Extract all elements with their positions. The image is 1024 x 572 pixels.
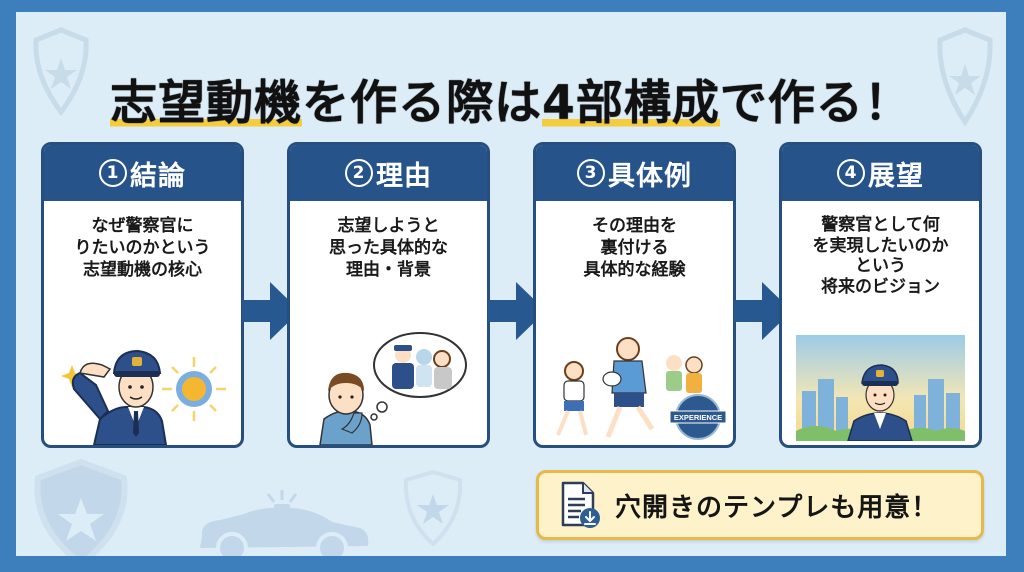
card-description: 警察官として何 を実現したいのか という 将来のビジョン	[782, 201, 979, 298]
step-card-example: 3 具体例 その理由を 裏付ける 具体的な経験	[533, 142, 736, 448]
card-heading: 具体例	[608, 160, 692, 192]
arrow-right-icon	[734, 282, 792, 340]
experience-badge-text: EXPERIENCE	[674, 413, 722, 422]
saluting-officer-illustration	[61, 349, 226, 445]
title-highlight-2: 4部構成	[542, 76, 720, 131]
template-download-button[interactable]: 穴開きのテンプレも用意！	[536, 470, 984, 540]
thinking-person-illustration	[319, 332, 467, 445]
card-header: 1 結論	[44, 145, 241, 201]
description-line: 将来のビジョン	[821, 277, 940, 298]
step-card-vision: 4 展望 警察官として何 を実現したいのか という 将来のビジョン	[779, 142, 982, 448]
arrow-right-icon	[242, 282, 300, 340]
description-line: りたいのかという	[74, 238, 211, 259]
card-header: 3 具体例	[536, 145, 733, 201]
title-text-4: で作る！	[719, 76, 912, 131]
officer-city-vision-illustration	[796, 335, 965, 441]
description-line: 志望しようと	[337, 216, 440, 236]
description-line: という	[855, 256, 906, 277]
card-header: 4 展望	[782, 145, 979, 201]
description-line: 理由・背景	[346, 260, 431, 281]
card-heading: 理由	[376, 160, 432, 192]
description-line: 警察官として何	[821, 215, 940, 235]
title-highlight-1: 志望動機	[110, 76, 303, 131]
police-car-decoration	[200, 490, 369, 556]
template-button-label: 穴開きのテンプレも用意！	[615, 492, 939, 523]
card-header: 2 理由	[290, 145, 487, 201]
card-heading: 結論	[130, 160, 186, 192]
description-line: その理由を	[592, 216, 677, 236]
card-description: なぜ警察官に りたいのかという 志望動機の核心	[44, 201, 241, 281]
step-number-badge: 4	[837, 159, 865, 187]
police-badge-decoration-bottom-mid	[403, 469, 463, 547]
step-card-conclusion: 1 結論 なぜ警察官に りたいのかという 志望動機の核心	[41, 142, 244, 448]
police-badge-decoration-top-left	[33, 27, 89, 116]
step-card-reason: 2 理由 志望しようと 思った具体的な 理由・背景	[287, 142, 490, 448]
police-badge-decoration-bottom-left	[34, 458, 128, 556]
description-line: 志望動機の核心	[83, 260, 202, 281]
description-line: 思った具体的な	[329, 238, 448, 259]
step-number-badge: 1	[99, 159, 127, 187]
step-number-badge: 3	[577, 159, 605, 187]
document-download-icon	[561, 481, 600, 528]
description-line: なぜ警察官に	[91, 216, 194, 236]
infographic-frame: 志望動機を作る際は4部構成で作る！ 1 結論 なぜ警察官に りたいのかという 志…	[16, 12, 1006, 556]
kids-playing-rugby-illustration: EXPERIENCE	[556, 337, 727, 440]
arrow-right-icon	[488, 282, 546, 340]
card-description: 志望しようと 思った具体的な 理由・背景	[290, 201, 487, 281]
page-title: 志望動機を作る際は4部構成で作る！	[110, 64, 912, 133]
title-text-2: を作る際は	[302, 76, 543, 131]
description-line: を実現したいのか	[812, 235, 949, 256]
card-description: その理由を 裏付ける 具体的な経験	[536, 201, 733, 281]
title-container: 志望動機を作る際は4部構成で作る！	[16, 64, 1006, 133]
description-line: 裏付ける	[600, 238, 669, 259]
step-number-badge: 2	[345, 159, 373, 187]
police-badge-decoration-top-right	[937, 27, 993, 126]
card-heading: 展望	[868, 160, 924, 192]
description-line: 具体的な経験	[583, 260, 686, 281]
